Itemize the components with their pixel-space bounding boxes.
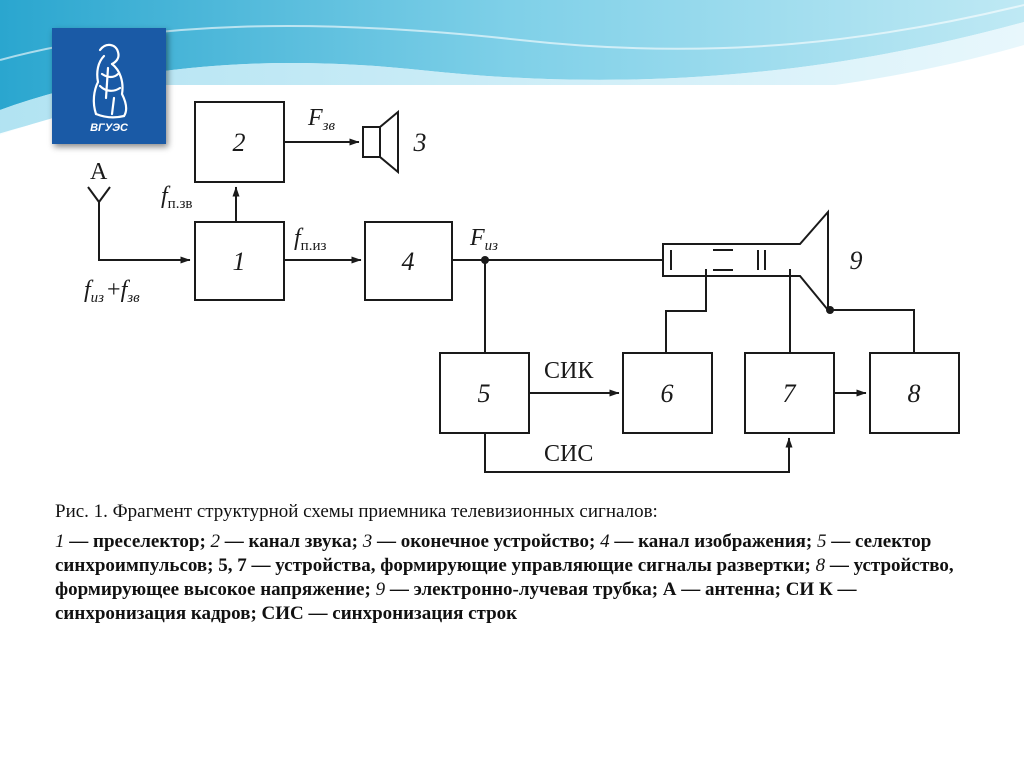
block-1-label: 1 xyxy=(233,247,246,276)
link-5-to-7 xyxy=(484,433,793,473)
label-input-signal: fиз+fзв xyxy=(84,277,140,306)
block-6-sweep-device xyxy=(622,352,713,434)
block-4-label: 4 xyxy=(402,247,415,276)
logo-text: ВГУЭС xyxy=(90,122,129,134)
figure-caption: Рис. 1. Фрагмент структурной схемы прием… xyxy=(55,500,975,626)
block-2-label: 2 xyxy=(233,128,246,157)
legend-num: 2 xyxy=(210,531,221,552)
label-sis: СИС xyxy=(544,441,593,467)
legend-text: — селектор синхроимпульсов; 5, 7 — устро… xyxy=(55,531,932,576)
legend-text: — электронно-лучевая трубка; А — антенна… xyxy=(55,579,857,624)
tube-number: 9 xyxy=(850,246,863,275)
legend-text: — канал звука; xyxy=(220,531,363,552)
link-8-to-tube xyxy=(830,309,915,353)
legend-num: 1 xyxy=(55,531,65,552)
label-sik: СИК xyxy=(544,358,594,384)
speaker-number: 3 xyxy=(413,128,427,157)
legend-num: 8 xyxy=(815,555,826,576)
block-6-label: 6 xyxy=(661,379,674,408)
legend-num: 9 xyxy=(375,579,386,600)
block-8-label: 8 xyxy=(908,379,921,408)
caption-title: Рис. 1. Фрагмент структурной схемы прием… xyxy=(55,501,658,522)
speaker-icon xyxy=(362,109,399,175)
legend-text: — оконечное устройство; xyxy=(372,531,601,552)
legend-num: 3 xyxy=(362,531,373,552)
label-f-zv: Fзв xyxy=(307,105,336,134)
block-7-label: 7 xyxy=(783,379,797,408)
label-f-p-iz: fп.из xyxy=(294,225,326,254)
caption-legend: 1 — преселектор; 2 — канал звука; 3 — ок… xyxy=(55,530,975,626)
block-diagram: 2 1 4 5 6 7 8 3 9 А Fзв fп.зв fп.из Fиз … xyxy=(68,85,970,495)
legend-num: 4 xyxy=(600,531,610,552)
legend-text: — преселектор; xyxy=(64,531,211,552)
legend-num: 5 xyxy=(817,531,827,552)
label-f-iz: Fиз xyxy=(469,225,498,254)
antenna-label: А xyxy=(90,159,108,185)
legend-text: — устройство, формирующее высокое напряж… xyxy=(55,555,954,600)
block-5-label: 5 xyxy=(478,379,491,408)
antenna-icon xyxy=(87,186,191,264)
university-logo: ВГУЭС xyxy=(52,28,166,144)
legend-text: — канал изображения; xyxy=(609,531,818,552)
link-6-to-tube xyxy=(665,269,707,353)
label-f-p-zv: fп.зв xyxy=(161,183,192,212)
crt-tube-icon xyxy=(662,209,829,313)
